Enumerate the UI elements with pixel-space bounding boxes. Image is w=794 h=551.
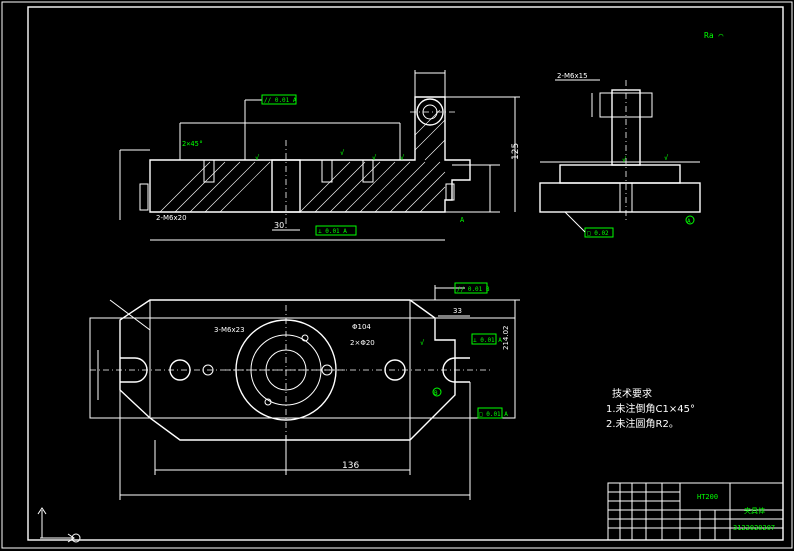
svg-text:√: √ <box>622 156 627 164</box>
front-view: // 0.01 A 2×45° 2-M6x20 125 30 ⊥ 0.01 A … <box>119 70 521 241</box>
front-dim-125: 125 <box>511 143 521 160</box>
plan-chamfer-label: 2×Φ20 <box>350 339 375 347</box>
front-thread-right <box>445 183 455 201</box>
svg-text:√: √ <box>372 154 377 162</box>
front-upright-bore <box>416 98 444 126</box>
front-thread-left <box>139 183 149 211</box>
svg-text:√: √ <box>664 154 669 162</box>
plan-view: // 0.01 B 3-M6x23 Φ104 2×Φ20 33 136 214.… <box>89 282 520 500</box>
side-mid <box>559 164 681 184</box>
svg-text:√: √ <box>400 154 405 162</box>
title-block: HT200 夹具体 3122020207 <box>607 482 784 541</box>
technical-requirements: 技术要求 1.未注倒角C1×45° 2.未注圆角R2。 <box>606 387 695 430</box>
plan-dim-136: 136 <box>342 461 359 471</box>
plan-sym-tolerance-1: ⊥ 0.01 A <box>473 337 502 344</box>
front-hole-left <box>203 159 215 183</box>
plan-parallel-tolerance: // 0.01 B <box>457 286 490 293</box>
roughness-corner-mark: Ra ⌒ <box>704 31 723 40</box>
front-top-tolerance: // 0.01 A <box>264 97 297 104</box>
plan-thread-label: 3-M6x23 <box>214 326 245 334</box>
title-material: HT200 <box>697 493 718 501</box>
tech-req-line-2: 2.未注圆角R2。 <box>606 417 679 430</box>
title-drawing-number: 3122020207 <box>733 524 775 532</box>
plan-dim-right-top: 214.02 <box>502 326 510 351</box>
plan-hole-right-b <box>321 364 333 376</box>
svg-text:√: √ <box>340 149 345 157</box>
side-datum-a: A <box>687 218 691 225</box>
side-bottom-tolerance: □ 0.02 <box>587 230 609 237</box>
svg-text:√: √ <box>255 154 260 162</box>
plan-base-rect <box>89 317 516 419</box>
front-hole-mid <box>321 159 333 183</box>
front-bottom-tolerance: ⊥ 0.01 A <box>318 228 347 235</box>
side-thread-label: 2-M6x15 <box>557 72 588 80</box>
front-chamfer-label: 2×45° <box>182 140 203 148</box>
plan-dim-33: 33 <box>453 307 462 315</box>
tech-req-line-1: 1.未注倒角C1×45° <box>606 402 695 415</box>
ucs-icon <box>37 507 81 543</box>
front-hole-right <box>362 159 374 183</box>
plan-sym-tolerance-2: □ 0.01 A <box>479 411 508 418</box>
tech-req-title: 技术要求 <box>612 387 652 400</box>
inner-frame <box>27 6 784 541</box>
svg-text:√: √ <box>420 339 425 347</box>
side-view: 2-M6x15 □ 0.02 A √ √ <box>539 72 701 238</box>
front-datum-a: A <box>460 216 465 224</box>
front-hatching <box>159 109 446 213</box>
front-center-slot <box>271 159 301 213</box>
front-thread-label: 2-M6x20 <box>156 214 187 222</box>
plan-datum-b: B <box>434 390 438 397</box>
plan-dia-label: Φ104 <box>352 323 371 331</box>
side-upright <box>611 89 641 166</box>
title-part-name: 夹具体 <box>744 506 765 515</box>
front-dim-30: 30 <box>274 221 284 230</box>
